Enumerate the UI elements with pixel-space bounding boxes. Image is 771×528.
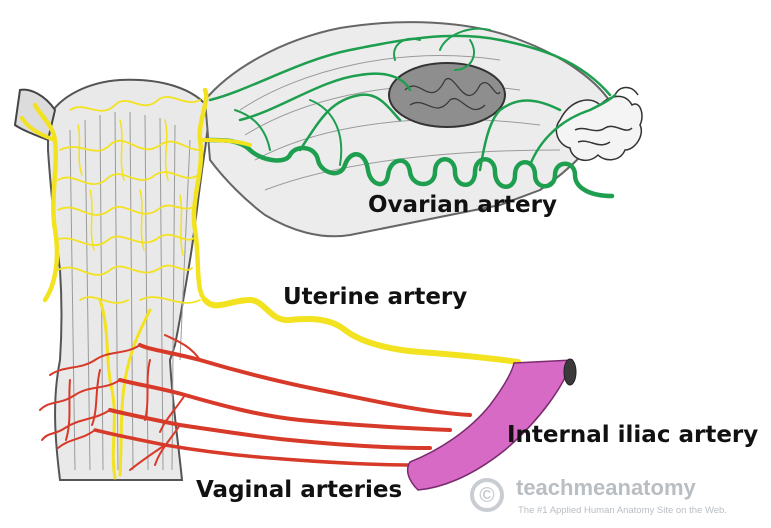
ovary-texture — [404, 77, 501, 111]
uterine-artery-left — [32, 102, 60, 303]
uterine-artery-main — [202, 296, 521, 365]
internal-iliac-artery-label: Internal iliac artery — [507, 422, 759, 448]
uterus-left-horn — [13, 88, 57, 142]
vaginal-arteries-group — [39, 334, 472, 471]
ovarian-artery-branch — [234, 99, 343, 166]
uterine-artery-descending — [98, 298, 117, 480]
internal-iliac-artery-end — [563, 358, 577, 386]
ovarian-artery-branch — [528, 93, 617, 167]
vaginal-artery — [93, 428, 417, 467]
vaginal-artery-branches — [39, 334, 201, 471]
ovarian-artery-branch — [208, 34, 612, 102]
uterine-artery-label: Uterine artery — [283, 284, 468, 310]
ovarian-artery-main — [207, 137, 615, 199]
vaginal-artery — [108, 408, 432, 450]
ovary — [388, 62, 506, 128]
internal-iliac-artery-group — [406, 358, 577, 491]
ovarian-artery-branch — [478, 99, 562, 172]
ovarian-artery-branch — [298, 93, 402, 152]
fimbriae — [555, 86, 643, 162]
ovarian-artery-branch — [393, 27, 491, 71]
ovarian-artery-group — [207, 27, 617, 199]
vaginal-artery — [118, 378, 452, 432]
tissue-group — [13, 21, 643, 481]
uterine-artery-ascending — [191, 87, 209, 303]
ovarian-artery-label: Ovarian artery — [368, 192, 557, 218]
vaginal-arteries-label: Vaginal arteries — [196, 477, 403, 503]
ovarian-artery-branch — [238, 72, 412, 122]
uterine-artery-branches — [55, 96, 201, 304]
internal-iliac-artery — [406, 359, 574, 491]
uterine-artery-left-horn — [20, 116, 252, 147]
uterine-artery-branches — [77, 119, 184, 256]
copyright-icon: © — [470, 478, 504, 512]
watermark: © teachmeanatomy The #1 Applied Human An… — [470, 475, 770, 521]
watermark-brand: teachmeanatomy — [516, 475, 696, 500]
vaginal-artery — [138, 343, 472, 417]
watermark-tagline: The #1 Applied Human Anatomy Site on the… — [518, 505, 727, 516]
uterine-artery-group — [20, 87, 521, 480]
